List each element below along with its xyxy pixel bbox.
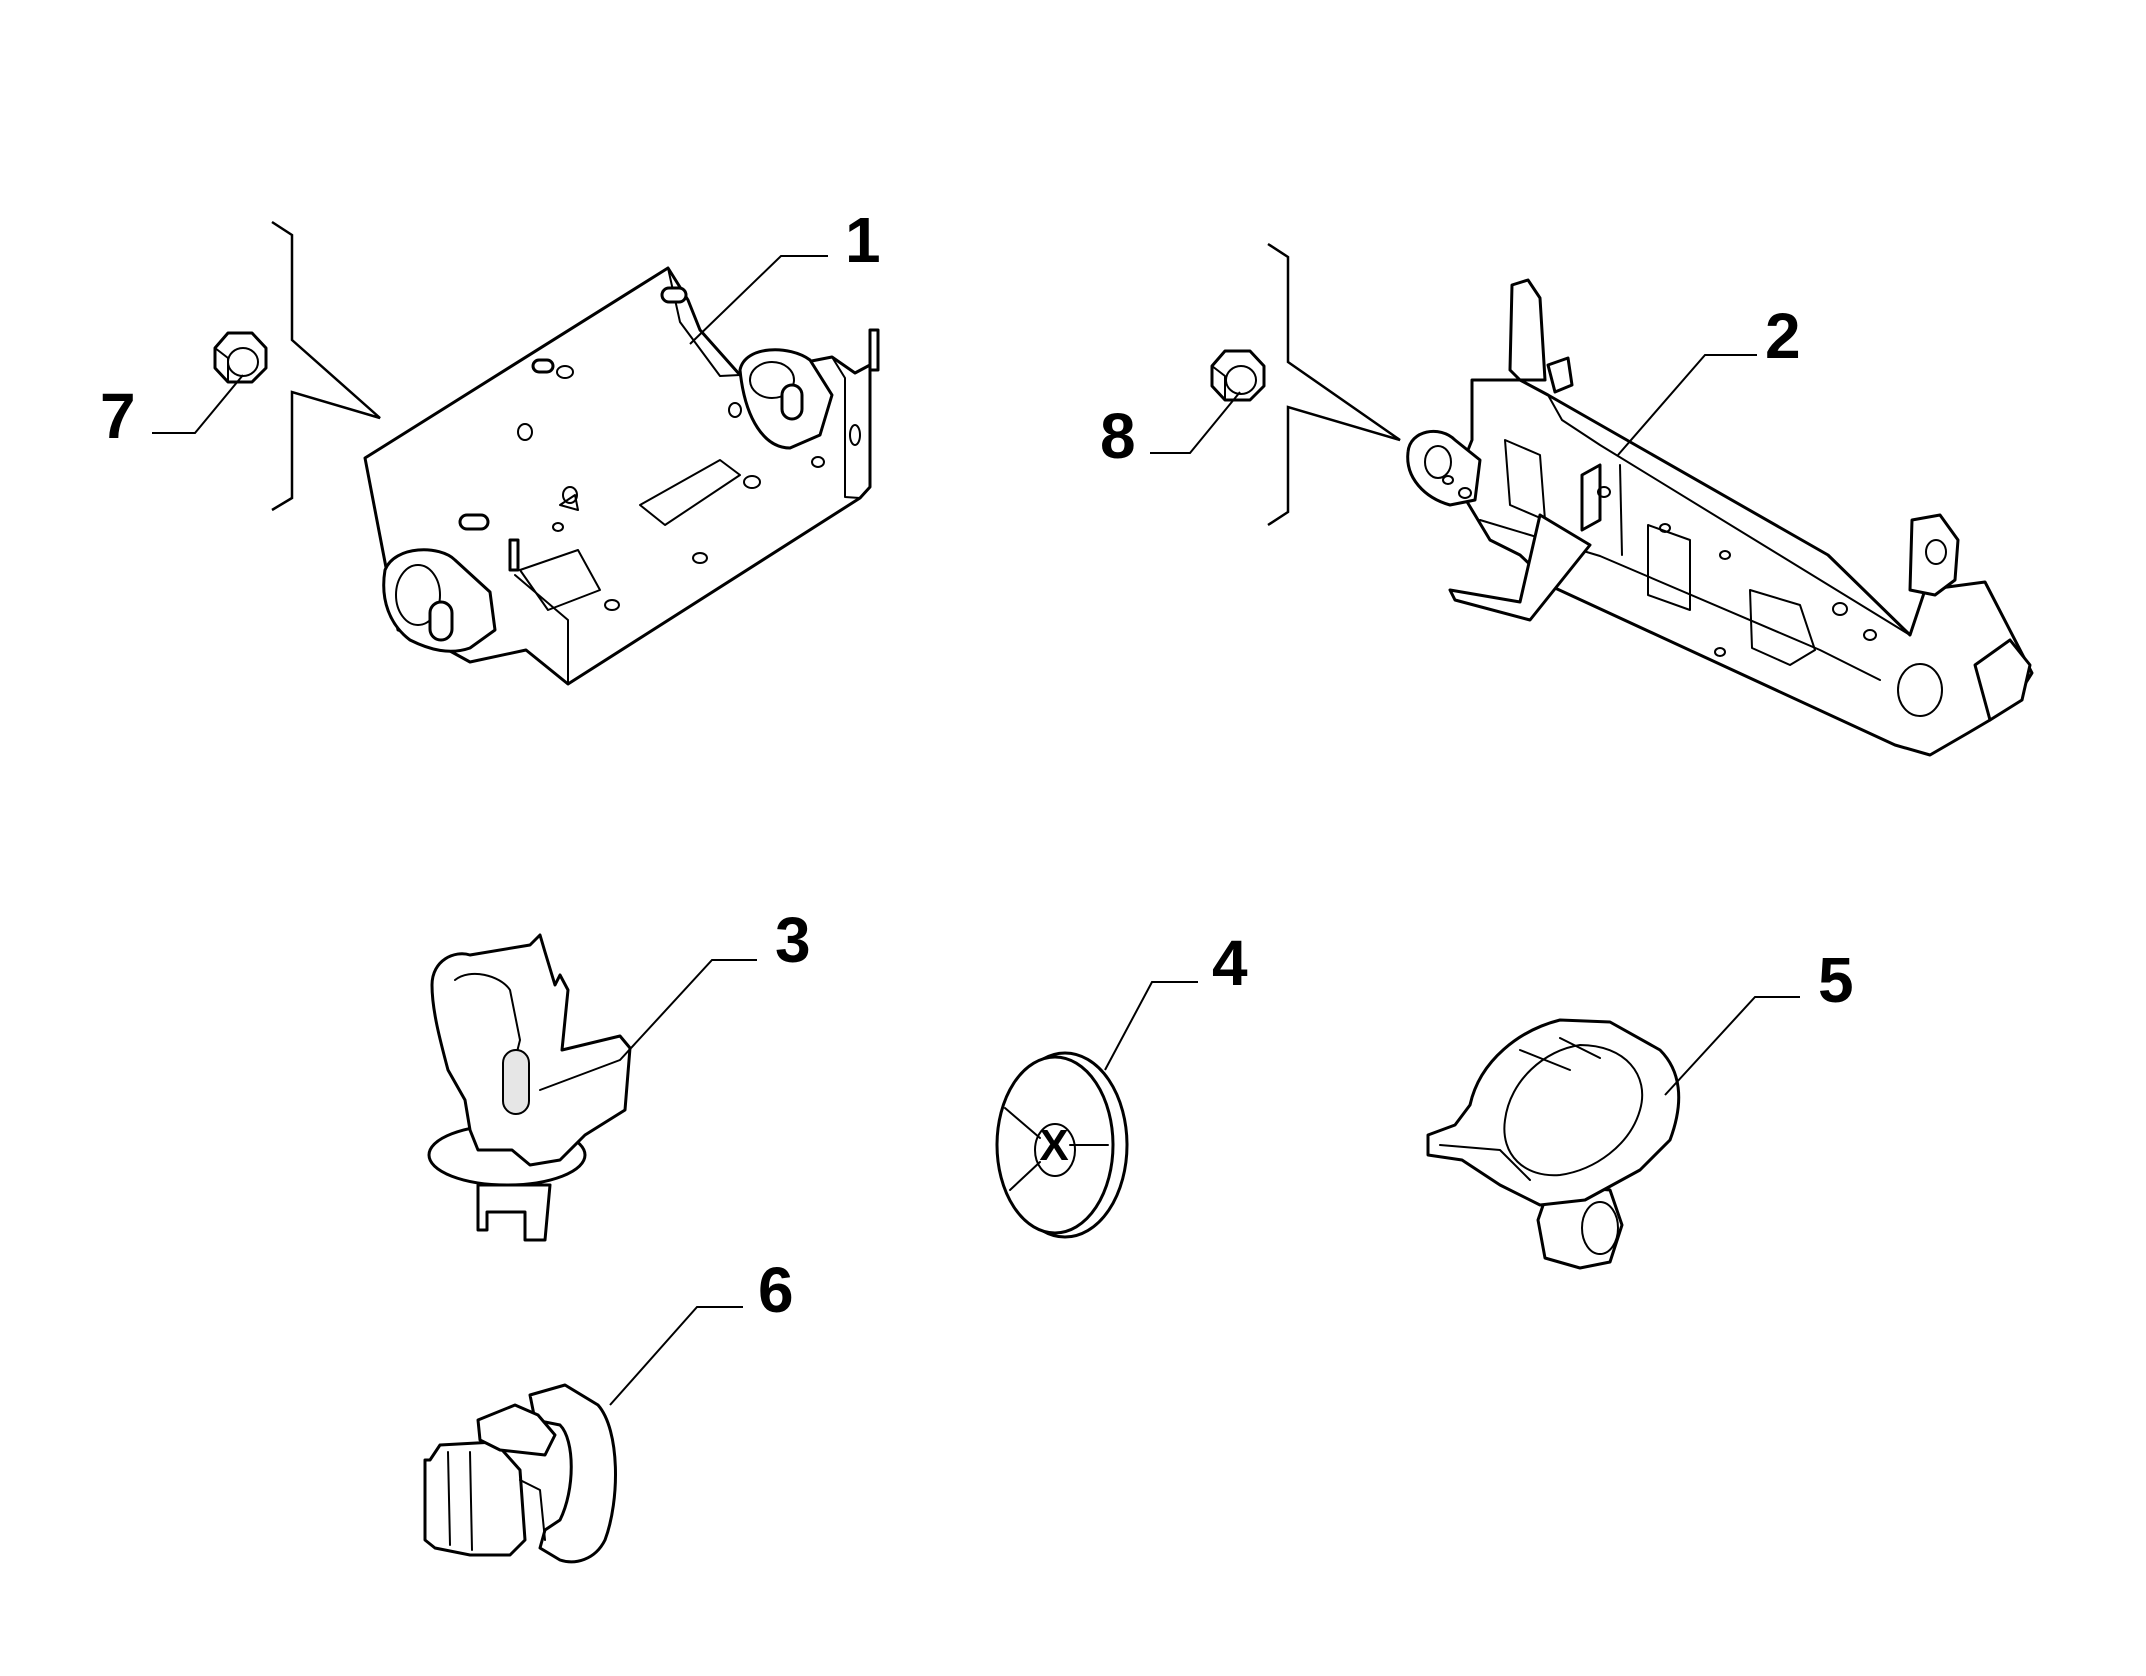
part-3-pin-clip[interactable] xyxy=(427,933,632,1242)
part-1-left-bracket[interactable] xyxy=(363,266,880,686)
leader-5 xyxy=(1664,996,1800,1096)
callout-7: 7 xyxy=(100,380,136,452)
callout-6: 6 xyxy=(758,1254,794,1326)
leader-4 xyxy=(1104,981,1198,1071)
callout-1: 1 xyxy=(845,204,881,276)
callout-2: 2 xyxy=(1765,300,1801,372)
callout-5: 5 xyxy=(1818,944,1854,1016)
leader-7 xyxy=(152,374,244,434)
part-5-cable-holder[interactable] xyxy=(1426,1018,1681,1270)
callout-4: 4 xyxy=(1212,927,1248,999)
leader-2 xyxy=(1617,354,1757,456)
callout-8: 8 xyxy=(1100,400,1136,472)
part-2-right-rail[interactable] xyxy=(1406,278,2034,757)
leader-lines xyxy=(152,255,1800,1406)
part-7-nut[interactable] xyxy=(213,331,268,384)
leader-6 xyxy=(609,1306,743,1406)
leader-3 xyxy=(619,959,757,1061)
callout-numbers: 1 2 3 4 5 6 7 8 xyxy=(100,204,1854,1326)
leader-1 xyxy=(689,255,828,345)
part-6-cable-clip[interactable] xyxy=(423,1383,617,1564)
part-8-nut[interactable] xyxy=(1210,349,1266,402)
disc-center-mark: X xyxy=(1039,1121,1068,1170)
assembly-brace-1 xyxy=(271,220,381,512)
callout-3: 3 xyxy=(775,904,811,976)
assembly-brace-2 xyxy=(1267,242,1401,527)
leader-8 xyxy=(1150,391,1241,454)
part-4-disc[interactable]: X xyxy=(995,1051,1129,1239)
